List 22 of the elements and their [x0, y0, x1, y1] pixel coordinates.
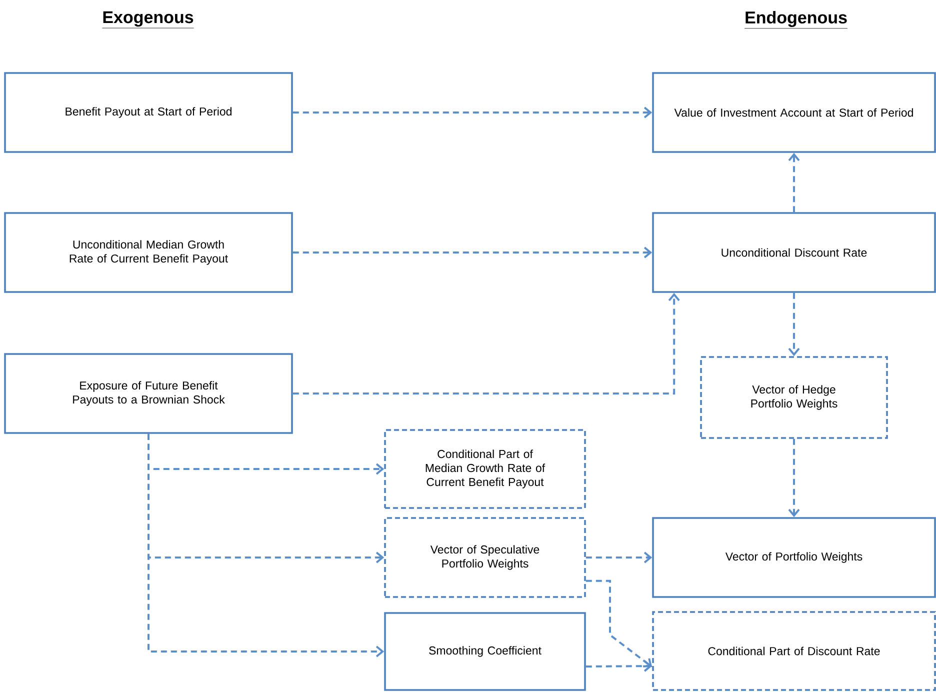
dashed-box: Vector of Speculative Portfolio Weights	[384, 517, 586, 598]
dashed-box: Conditional Part of Discount Rate	[652, 611, 936, 691]
process-box: Vector of Portfolio Weights	[652, 517, 936, 598]
dashed-box: Conditional Part of Median Growth Rate of Current Benefit Payout	[384, 429, 586, 509]
column-heading: Endogenous	[744, 11, 848, 29]
dashed-box: Vector of Hedge Portfolio Weights	[700, 356, 888, 439]
arrow	[788, 292, 800, 356]
arrow	[292, 106, 652, 118]
arrow	[788, 438, 800, 518]
process-box: Unconditional Discount Rate	[652, 212, 936, 293]
arrow	[586, 580, 652, 668]
arrow	[292, 246, 652, 258]
arrow	[586, 552, 652, 564]
column-heading: Exogenous	[102, 11, 194, 28]
process-box: Unconditional Median Growth Rate of Current Benefit Payout	[4, 212, 293, 293]
process-box: Benefit Payout at Start of Period	[4, 72, 293, 153]
process-box: Value of Investment Account at Start of Period	[652, 72, 936, 153]
arrow	[788, 152, 800, 212]
process-box: Exposure of Future Benefit Payouts to a Brownian Shock	[4, 353, 293, 434]
arrow	[586, 660, 652, 672]
process-box: Smoothing Coefficient	[384, 612, 586, 691]
arrow	[292, 292, 680, 394]
